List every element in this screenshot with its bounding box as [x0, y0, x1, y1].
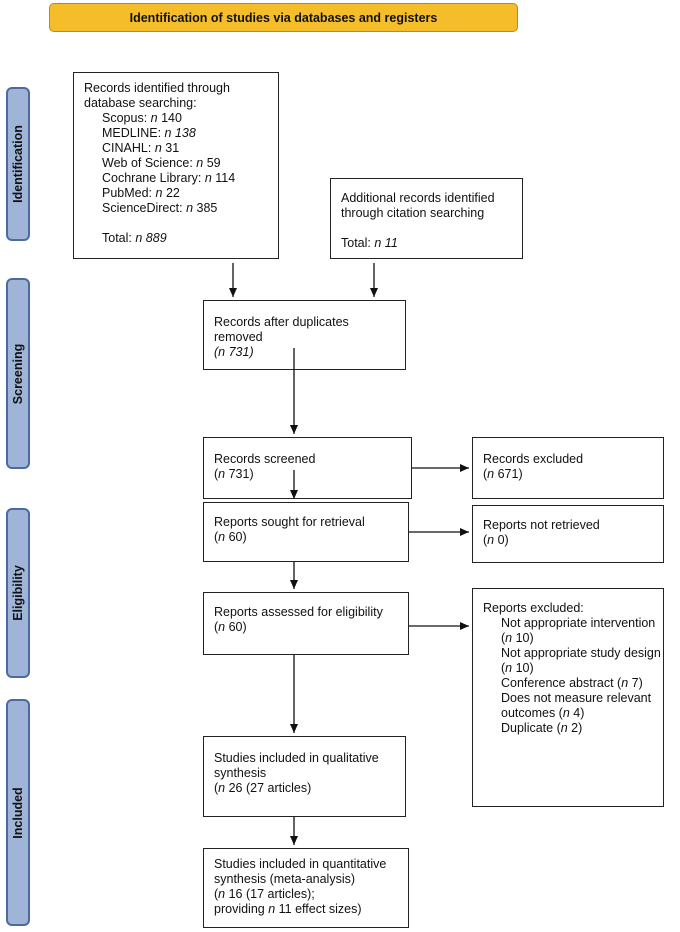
records-screened-box: Records screened (n 731)	[203, 437, 412, 499]
source-cinahl: CINAHL: n 31	[102, 141, 180, 155]
source-pubmed: PubMed: n 22	[102, 186, 180, 200]
source-scopus: Scopus: n 140	[102, 111, 182, 125]
citation-search-box: Additional records identified through ci…	[330, 178, 523, 259]
phase-identification: Identification	[6, 87, 30, 241]
qualitative-line1: Studies included in qualitative	[214, 751, 379, 765]
reports-excluded-box: Reports excluded: Not appropriate interv…	[472, 588, 664, 807]
quantitative-synthesis-box: Studies included in quantitative synthes…	[203, 848, 409, 928]
reason-outcomes-line2: outcomes (n 4)	[501, 706, 585, 720]
qualitative-line2: synthesis	[214, 766, 267, 780]
phase-eligibility: Eligibility	[6, 508, 30, 678]
reports-not-retrieved-box: Reports not retrieved (n 0)	[472, 505, 664, 563]
database-search-line1: Records identified through	[84, 81, 230, 95]
reason-conference-abstract: Conference abstract (n 7)	[501, 676, 643, 690]
records-screened-count: (n 731)	[214, 467, 254, 481]
database-search-box: Records identified through database sear…	[73, 72, 279, 259]
source-sciencedirect: ScienceDirect: n 385	[102, 201, 218, 215]
reports-assessed-label: Reports assessed for eligibility	[214, 605, 383, 619]
reason-study-design: Not appropriate study design	[501, 646, 661, 660]
records-excluded-count: (n 671)	[483, 467, 523, 481]
qualitative-synthesis-box: Studies included in qualitative synthesi…	[203, 736, 406, 817]
reports-assessed-count: (n 60)	[214, 620, 247, 634]
qualitative-count: (n 26 (27 articles)	[214, 781, 312, 795]
records-excluded-label: Records excluded	[483, 452, 584, 466]
reports-not-retrieved-count: (n 0)	[483, 533, 509, 547]
reason-study-design-count: (n 10)	[501, 661, 534, 675]
phase-screening: Screening	[6, 278, 30, 469]
source-cochrane: Cochrane Library: n 114	[102, 171, 236, 185]
database-search-line2: database searching:	[84, 96, 197, 110]
after-duplicates-line1: Records after duplicates	[214, 315, 349, 329]
reason-intervention: Not appropriate intervention	[501, 616, 656, 630]
reports-not-retrieved-label: Reports not retrieved	[483, 518, 600, 532]
citation-search-line2: through citation searching	[341, 206, 485, 220]
reason-duplicate: Duplicate (n 2)	[501, 721, 583, 735]
header-title: Identification of studies via databases …	[129, 10, 438, 25]
source-medline: MEDLINE: n 138	[102, 126, 196, 140]
reason-outcomes: Does not measure relevant	[501, 691, 652, 705]
phase-included: Included	[6, 699, 30, 926]
reports-assessed-box: Reports assessed for eligibility (n 60)	[203, 592, 409, 655]
records-screened-label: Records screened	[214, 452, 316, 466]
database-search-total: Total: n 889	[102, 231, 167, 245]
reports-excluded-title: Reports excluded:	[483, 601, 584, 615]
quantitative-effect-sizes: providing n 11 effect sizes)	[214, 902, 362, 916]
reports-sought-label: Reports sought for retrieval	[214, 515, 365, 529]
after-duplicates-line2: removed	[214, 330, 263, 344]
citation-search-total: Total: n 11	[341, 236, 398, 250]
diagram-header: Identification of studies via databases …	[49, 3, 518, 32]
quantitative-line1: Studies included in quantitative	[214, 857, 387, 871]
citation-search-line1: Additional records identified	[341, 191, 495, 205]
reason-intervention-count: (n 10)	[501, 631, 534, 645]
quantitative-line2: synthesis (meta-analysis)	[214, 872, 356, 886]
quantitative-count: (n 16 (17 articles);	[214, 887, 315, 901]
after-duplicates-count: (n 731)	[214, 345, 254, 359]
source-web-of-science: Web of Science: n 59	[102, 156, 221, 170]
records-excluded-box: Records excluded (n 671)	[472, 437, 664, 499]
reports-sought-box: Reports sought for retrieval (n 60)	[203, 502, 409, 562]
after-duplicates-box: Records after duplicates removed (n 731)	[203, 300, 406, 370]
reports-sought-count: (n 60)	[214, 530, 247, 544]
